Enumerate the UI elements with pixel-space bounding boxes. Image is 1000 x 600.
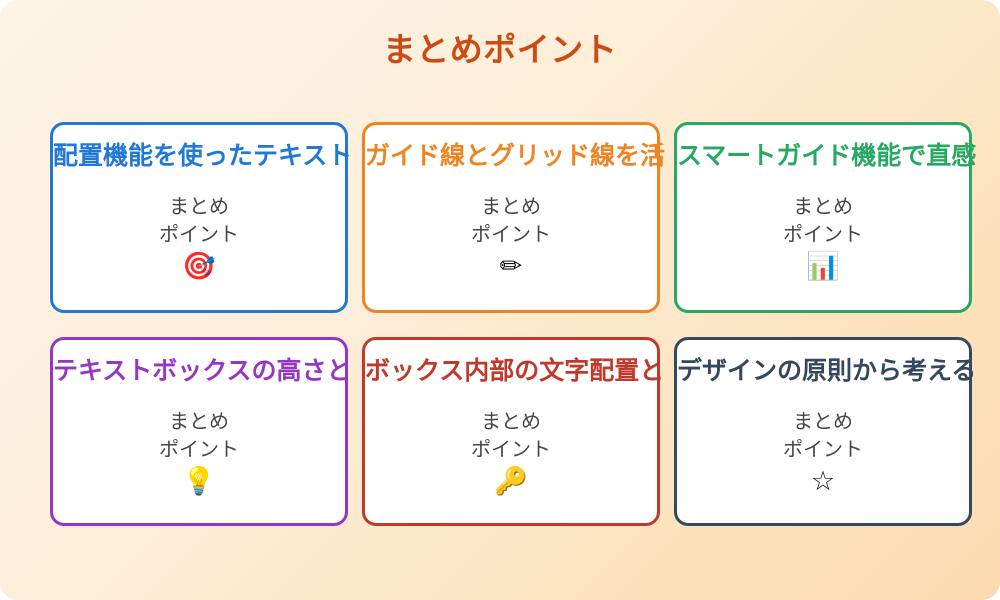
card-title: 配置機能を使ったテキスト (53, 142, 353, 170)
card-title: テキストボックスの高さと (53, 357, 352, 385)
card-title: デザインの原則から考える (677, 357, 977, 385)
summary-card[interactable]: テキストボックスの高さと まとめ ポイント 💡 (50, 337, 352, 526)
card-body-text: まとめ ポイント (159, 411, 239, 462)
summary-card[interactable]: ボックス内部の文字配置と まとめ ポイント 🔑 (362, 337, 665, 526)
card-body-text: まとめ ポイント (783, 411, 863, 462)
card-title: ボックス内部の文字配置と (365, 357, 665, 385)
page-title: まとめポイント (382, 31, 618, 68)
bar-chart-icon: 📊 (806, 251, 840, 281)
card-title: ガイド線とグリッド線を活 (365, 142, 666, 170)
summary-card[interactable]: スマートガイド機能で直感 まとめ ポイント 📊 (674, 122, 977, 313)
summary-card[interactable]: デザインの原則から考える まとめ ポイント ☆ (674, 337, 977, 526)
light-bulb-icon: 💡 (182, 466, 216, 496)
summary-cards-grid: 配置機能を使ったテキスト まとめ ポイント 🎯 ガイド線とグリッド線を活 まとめ… (50, 122, 977, 526)
summary-card[interactable]: 配置機能を使ったテキスト まとめ ポイント 🎯 (50, 122, 353, 313)
pencil-icon: ✏ (499, 251, 523, 281)
card-body-text: まとめ ポイント (159, 196, 239, 247)
card-title: スマートガイド機能で直感 (677, 142, 977, 170)
target-dart-icon: 🎯 (182, 251, 216, 281)
card-body-text: まとめ ポイント (471, 196, 551, 247)
star-icon: ☆ (810, 466, 836, 496)
card-body-text: まとめ ポイント (471, 411, 551, 462)
key-icon: 🔑 (494, 466, 528, 496)
summary-card[interactable]: ガイド線とグリッド線を活 まとめ ポイント ✏ (362, 122, 666, 313)
card-body-text: まとめ ポイント (783, 196, 863, 247)
